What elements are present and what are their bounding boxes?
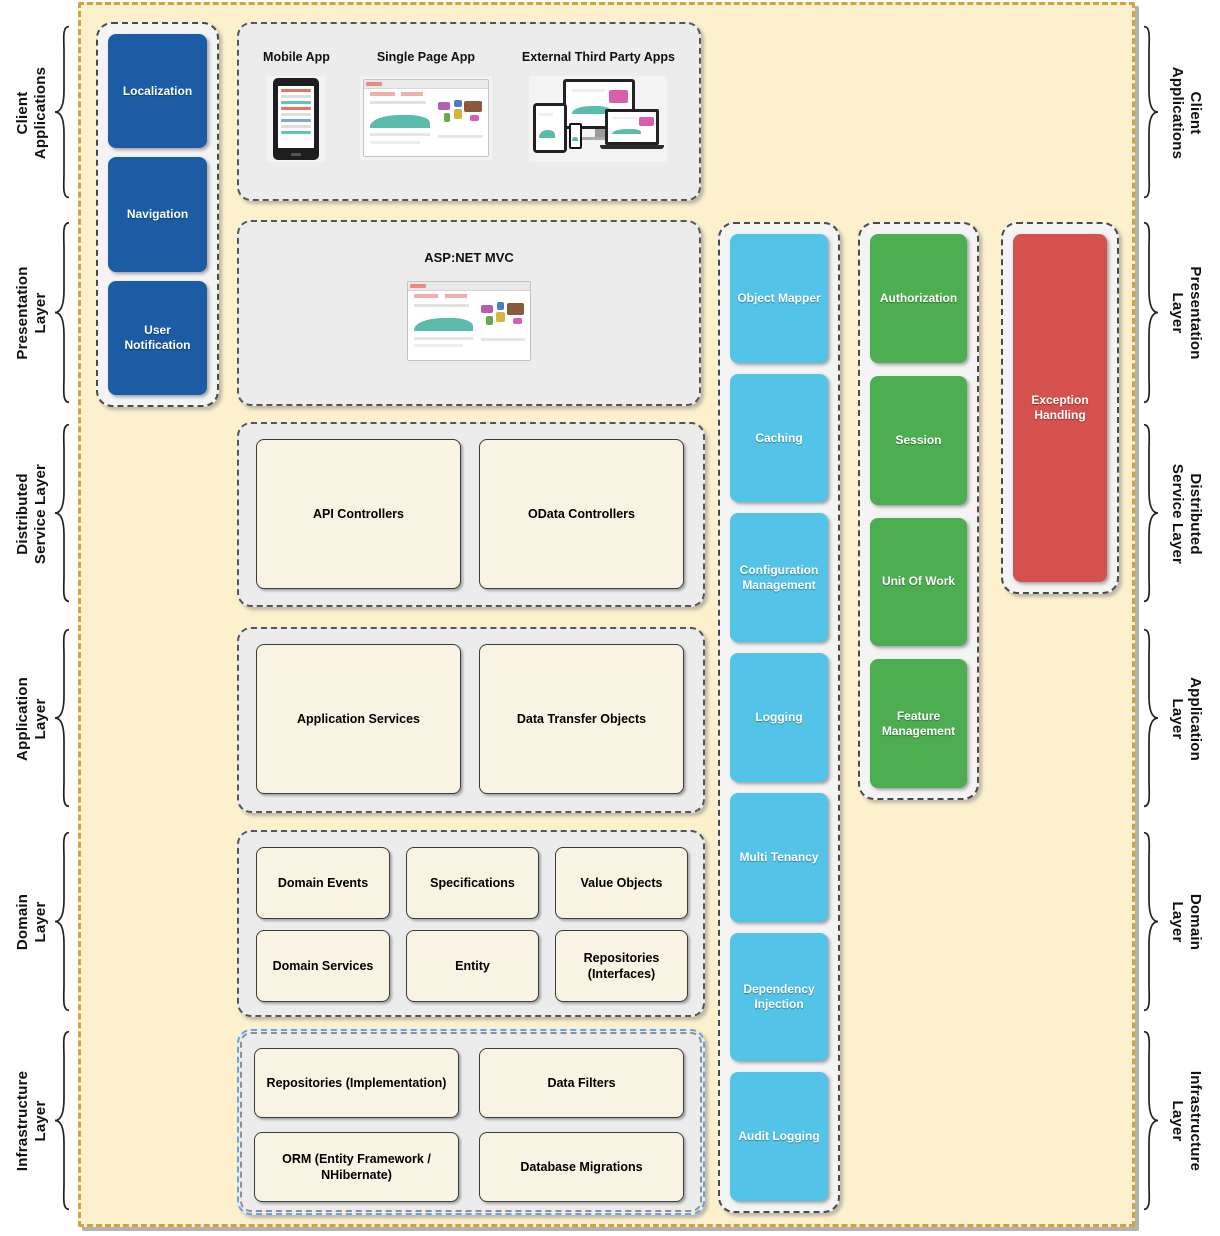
layer-label-left-infrastructure: Infrastructure Layer bbox=[14, 1070, 49, 1172]
orm-box: ORM (Entity Framework / NHibernate) bbox=[254, 1132, 459, 1202]
curly-brace-left-presentation bbox=[52, 219, 72, 406]
cross-cutting-column: Object Mapper Caching Configuration Mana… bbox=[718, 222, 840, 1213]
mobile-app-label: Mobile App bbox=[263, 50, 330, 64]
value-objects-box: Value Objects bbox=[555, 847, 688, 919]
presentation-panel: ASP:NET MVC bbox=[237, 220, 701, 406]
mobile-app-image bbox=[267, 76, 326, 162]
ui-services-column: Localization Navigation User Notificatio… bbox=[96, 22, 219, 407]
devices-mockup bbox=[531, 77, 665, 161]
api-controllers-box: API Controllers bbox=[256, 439, 461, 589]
phone-mockup bbox=[273, 78, 320, 160]
layer-label-right-domain: Domain Layer bbox=[1169, 893, 1204, 951]
specifications-box: Specifications bbox=[406, 847, 539, 919]
caching-box: Caching bbox=[730, 373, 828, 503]
configuration-management-box: Configuration Management bbox=[730, 513, 828, 643]
curly-brace-left-domain bbox=[52, 829, 72, 1014]
feature-management-box: Feature Management bbox=[870, 659, 967, 788]
navigation-box: Navigation bbox=[108, 157, 207, 272]
layer-label-left-application: Application Layer bbox=[14, 677, 49, 761]
database-migrations-box: Database Migrations bbox=[479, 1132, 684, 1202]
layer-label-right-distributed-service: Distributed Service Layer bbox=[1169, 463, 1204, 565]
external-apps-label: External Third Party Apps bbox=[521, 50, 675, 64]
curly-brace-right-infrastructure bbox=[1141, 1028, 1161, 1213]
curly-brace-right-domain bbox=[1141, 829, 1161, 1014]
localization-box: Localization bbox=[108, 34, 207, 149]
layer-label-right-application: Application Layer bbox=[1169, 677, 1204, 761]
curly-brace-right-application bbox=[1141, 626, 1161, 810]
domain-services-box: Domain Services bbox=[256, 930, 390, 1002]
logging-box: Logging bbox=[730, 653, 828, 782]
aspnet-mvc-title: ASP:NET MVC bbox=[424, 250, 514, 265]
repositories-interfaces-box: Repositories (Interfaces) bbox=[555, 930, 688, 1002]
audit-logging-box: Audit Logging bbox=[730, 1072, 828, 1202]
entity-box: Entity bbox=[406, 930, 539, 1002]
layer-label-left-distributed-service: Distributed Service Layer bbox=[14, 463, 49, 565]
curly-brace-right-client-applications bbox=[1141, 23, 1161, 201]
application-layer-panel: Application Services Data Transfer Objec… bbox=[237, 627, 705, 813]
data-filters-box: Data Filters bbox=[479, 1048, 684, 1118]
curly-brace-left-client-applications bbox=[52, 23, 72, 201]
user-notification-box: User Notification bbox=[108, 280, 207, 395]
browser-dashboard-mockup bbox=[362, 79, 489, 157]
distributed-service-panel: API Controllers OData Controllers bbox=[237, 422, 705, 607]
exception-handling-box: Exception Handling bbox=[1013, 234, 1107, 582]
layer-label-right-client-applications: Client Applications bbox=[1169, 66, 1204, 160]
curly-brace-right-presentation bbox=[1141, 219, 1161, 406]
single-page-app-figure: Single Page App bbox=[359, 50, 492, 160]
multi-tenancy-box: Multi Tenancy bbox=[730, 792, 828, 922]
dependency-injection-box: Dependency Injection bbox=[730, 932, 828, 1062]
layer-label-left-client-applications: Client Applications bbox=[14, 66, 49, 160]
domain-events-box: Domain Events bbox=[256, 847, 390, 919]
repositories-implementation-box: Repositories (Implementation) bbox=[254, 1048, 459, 1118]
data-transfer-objects-box: Data Transfer Objects bbox=[479, 644, 684, 794]
security-column: Authorization Session Unit Of Work Featu… bbox=[858, 222, 979, 800]
external-apps-image bbox=[529, 76, 668, 162]
curly-brace-left-infrastructure bbox=[52, 1028, 72, 1213]
application-services-box: Application Services bbox=[256, 644, 461, 794]
layer-label-left-presentation: Presentation Layer bbox=[14, 266, 49, 360]
exception-column: Exception Handling bbox=[1001, 222, 1119, 594]
authorization-box: Authorization bbox=[870, 234, 967, 363]
session-box: Session bbox=[870, 375, 967, 505]
curly-brace-right-distributed-service bbox=[1141, 421, 1161, 605]
layer-label-right-presentation: Presentation Layer bbox=[1169, 266, 1204, 360]
layer-label-left-domain: Domain Layer bbox=[14, 893, 49, 951]
object-mapper-box: Object Mapper bbox=[730, 234, 828, 363]
domain-layer-panel: Domain Events Specifications Value Objec… bbox=[237, 830, 705, 1017]
aspnet-mvc-image bbox=[407, 281, 531, 361]
curly-brace-left-application bbox=[52, 626, 72, 810]
layer-label-right-infrastructure: Infrastructure Layer bbox=[1169, 1070, 1204, 1172]
single-page-app-image bbox=[359, 76, 492, 160]
unit-of-work-box: Unit Of Work bbox=[870, 517, 967, 647]
client-applications-panel: Mobile App Single Page App bbox=[237, 22, 701, 201]
mobile-app-figure: Mobile App bbox=[263, 50, 330, 162]
curly-brace-left-distributed-service bbox=[52, 421, 72, 605]
infrastructure-layer-panel: Repositories (Implementation) Data Filte… bbox=[237, 1029, 705, 1215]
single-page-app-label: Single Page App bbox=[376, 50, 475, 64]
external-apps-figure: External Third Party Apps bbox=[522, 50, 675, 162]
odata-controllers-box: OData Controllers bbox=[479, 439, 684, 589]
